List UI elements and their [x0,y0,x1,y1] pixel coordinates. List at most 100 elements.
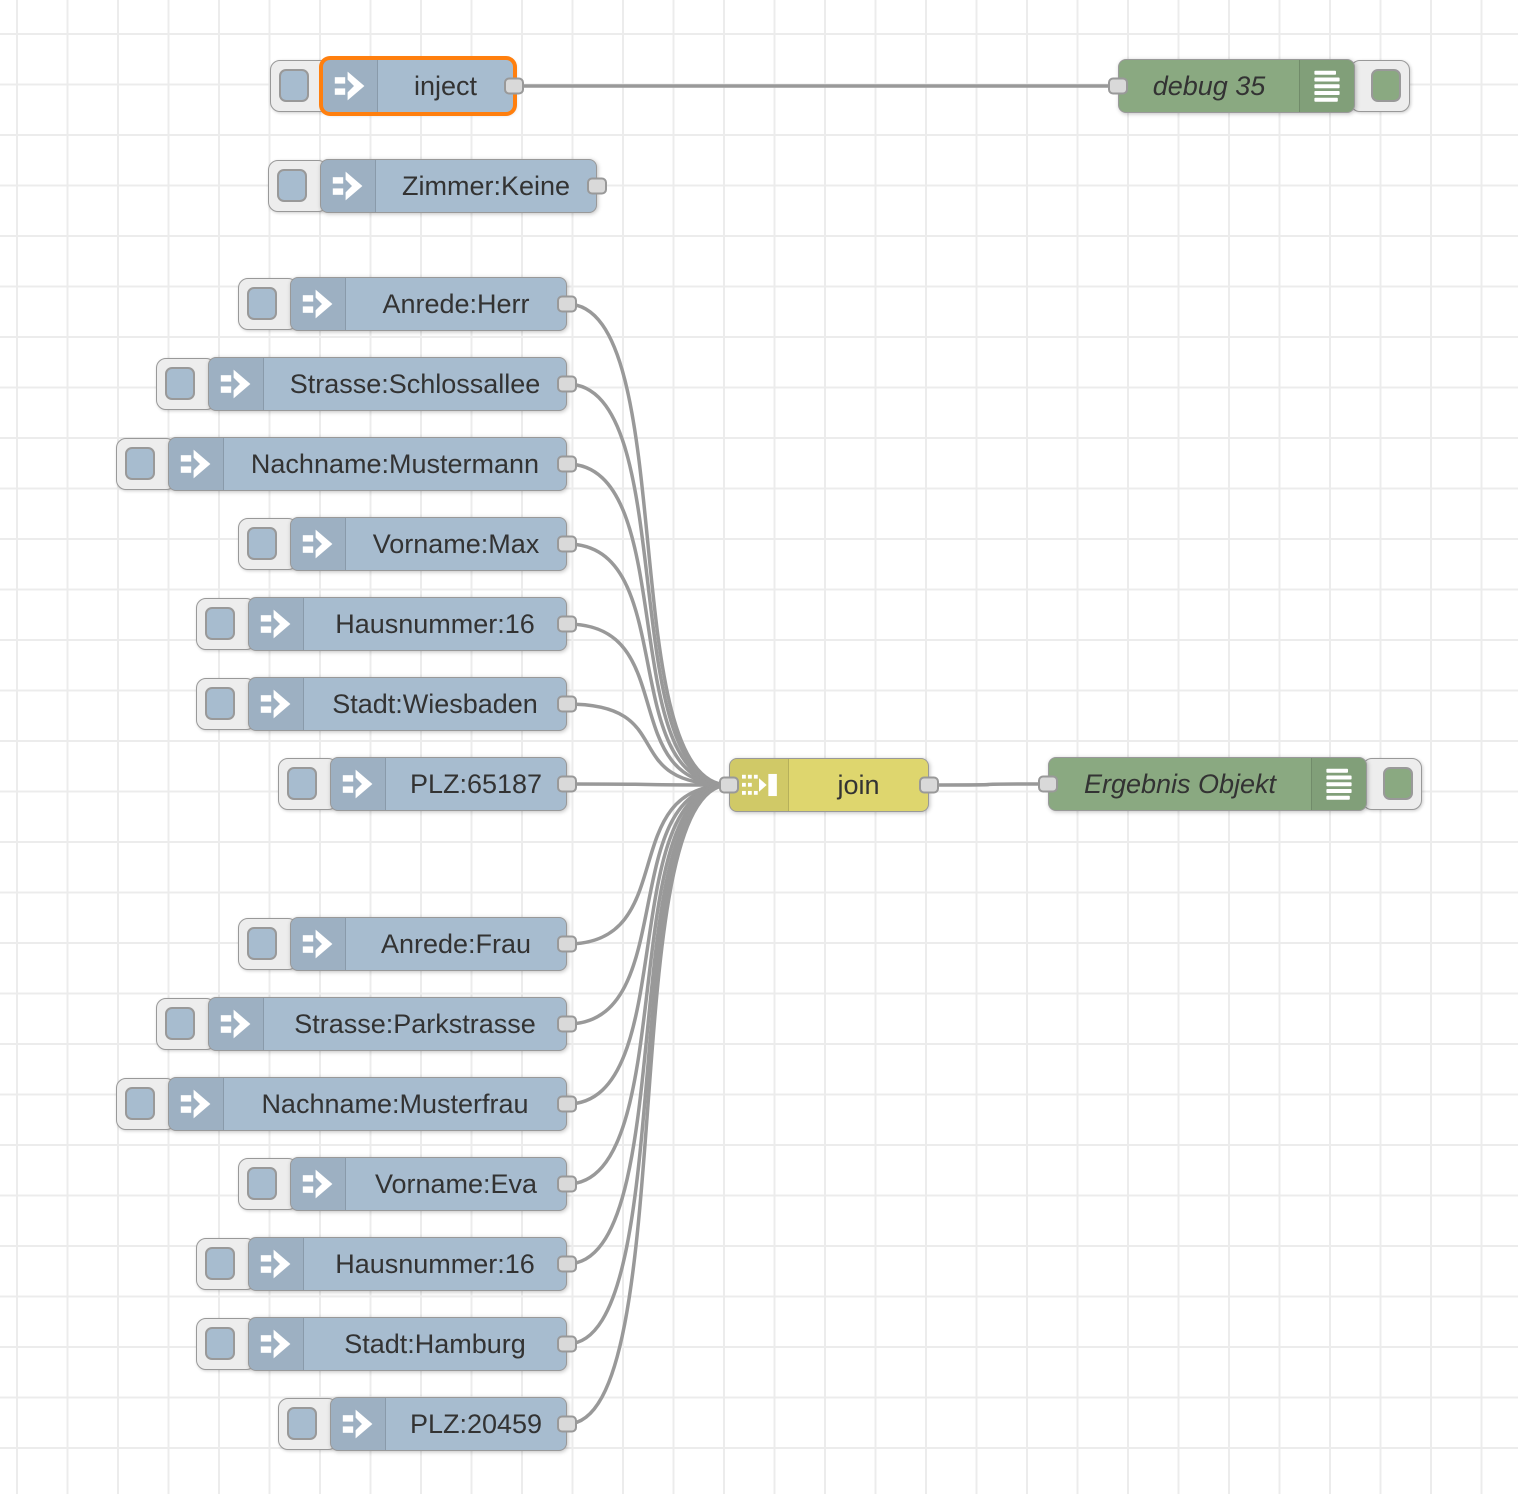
inject-trigger-button[interactable] [268,160,328,212]
output-port[interactable] [557,455,577,473]
inject-trigger-button[interactable] [156,998,216,1050]
node-label: Ergebnis Objekt [1083,768,1277,799]
inject-trigger-square [247,527,277,560]
input-port[interactable] [1038,775,1058,793]
debug-toggle-button[interactable] [1362,758,1422,810]
wire-hausnummer_16_a-to-join[interactable] [566,622,730,787]
node-plz_20459[interactable]: PLZ:20459 [278,1397,577,1451]
inject-trigger-button[interactable] [238,278,298,330]
wire-hausnummer_16_b-to-join[interactable] [566,783,730,1266]
inject-trigger-button[interactable] [196,1318,256,1370]
node-body: debug 35 [1118,59,1355,113]
node-strasse_parkstrasse[interactable]: Strasse:Parkstrasse [156,997,577,1051]
input-port[interactable] [1108,77,1128,95]
inject-trigger-square [125,1087,155,1120]
inject-trigger-button[interactable] [116,1078,176,1130]
wire-join-to-ergebnis_objekt[interactable] [928,782,1049,787]
node-body: Vorname:Eva [290,1157,567,1211]
inject-trigger-square [279,69,309,102]
node-anrede_frau[interactable]: Anrede:Frau [238,917,577,971]
node-nachname_mustermann[interactable]: Nachname:Mustermann [116,437,577,491]
inject-trigger-square [277,169,307,202]
node-body: Strasse:Schlossallee [208,357,567,411]
node-label: Stadt:Wiesbaden [332,688,538,719]
wire-stadt_wiesbaden-to-join[interactable] [566,702,730,787]
node-join[interactable]: join [719,758,939,812]
output-port[interactable] [557,695,577,713]
inject-trigger-button[interactable] [238,918,298,970]
node-plz_65187[interactable]: PLZ:65187 [278,757,577,811]
node-body: join [729,758,929,812]
node-hausnummer_16_a[interactable]: Hausnummer:16 [196,597,577,651]
inject-trigger-button[interactable] [270,60,330,112]
output-port[interactable] [557,1095,577,1113]
join-icon [730,759,789,811]
wire-anrede_herr-to-join[interactable] [566,302,730,787]
node-body: Zimmer:Keine [320,159,597,213]
debug-toggle-button[interactable] [1350,60,1410,112]
node-stadt_wiesbaden[interactable]: Stadt:Wiesbaden [196,677,577,731]
debug-lines-icon [1311,758,1366,810]
node-body: Nachname:Musterfrau [168,1077,567,1131]
wire-plz_20459-to-join[interactable] [566,783,730,1426]
node-body: PLZ:65187 [330,757,567,811]
node-stadt_hamburg[interactable]: Stadt:Hamburg [196,1317,577,1371]
output-port[interactable] [557,295,577,313]
node-strasse_schlossallee[interactable]: Strasse:Schlossallee [156,357,577,411]
output-port[interactable] [919,776,939,794]
wire-anrede_frau-to-join[interactable] [566,783,730,946]
output-port[interactable] [557,1415,577,1433]
node-vorname_max[interactable]: Vorname:Max [238,517,577,571]
inject-trigger-button[interactable] [156,358,216,410]
input-port[interactable] [719,776,739,794]
node-body: Hausnummer:16 [248,597,567,651]
wire-vorname_eva-to-join[interactable] [566,783,730,1186]
output-port[interactable] [557,775,577,793]
node-debug_35[interactable]: debug 35 [1108,59,1410,113]
inject-trigger-button[interactable] [196,678,256,730]
inject-trigger-button[interactable] [238,1158,298,1210]
node-ergebnis_objekt[interactable]: Ergebnis Objekt [1038,757,1422,811]
wire-strasse_schlossallee-to-join[interactable] [566,382,730,787]
node-vorname_eva[interactable]: Vorname:Eva [238,1157,577,1211]
node-label: Nachname:Musterfrau [261,1088,529,1119]
output-port[interactable] [557,535,577,553]
output-port[interactable] [557,1175,577,1193]
node-inject[interactable]: inject [270,59,524,113]
node-hausnummer_16_b[interactable]: Hausnummer:16 [196,1237,577,1291]
inject-trigger-square [205,607,235,640]
wire-vorname_max-to-join[interactable] [566,542,730,787]
inject-trigger-square [287,767,317,800]
inject-trigger-button[interactable] [278,758,338,810]
node-label: PLZ:20459 [409,1408,543,1439]
node-anrede_herr[interactable]: Anrede:Herr [238,277,577,331]
output-port[interactable] [557,1255,577,1273]
node-label: Vorname:Eva [374,1168,538,1199]
output-port[interactable] [557,1335,577,1353]
output-port[interactable] [557,375,577,393]
inject-trigger-square [247,927,277,960]
inject-trigger-square [165,367,195,400]
inject-trigger-square [165,1007,195,1040]
wire-nachname_musterfrau-to-join[interactable] [566,783,730,1106]
wire-plz_65187-to-join[interactable] [566,782,730,787]
output-port[interactable] [557,615,577,633]
output-port[interactable] [557,1015,577,1033]
output-port[interactable] [587,177,607,195]
node-label: join [837,769,880,800]
output-port[interactable] [504,77,524,95]
inject-trigger-button[interactable] [278,1398,338,1450]
inject-trigger-square [205,1247,235,1280]
inject-trigger-button[interactable] [116,438,176,490]
inject-arrow-icon [249,1238,304,1290]
inject-trigger-button[interactable] [238,518,298,570]
wire-strasse_parkstrasse-to-join[interactable] [566,783,730,1026]
node-zimmer_keine[interactable]: Zimmer:Keine [268,159,607,213]
node-nachname_musterfrau[interactable]: Nachname:Musterfrau [116,1077,577,1131]
wire-nachname_mustermann-to-join[interactable] [566,462,730,787]
inject-arrow-icon [249,1318,304,1370]
output-port[interactable] [557,935,577,953]
inject-trigger-button[interactable] [196,598,256,650]
inject-trigger-button[interactable] [196,1238,256,1290]
